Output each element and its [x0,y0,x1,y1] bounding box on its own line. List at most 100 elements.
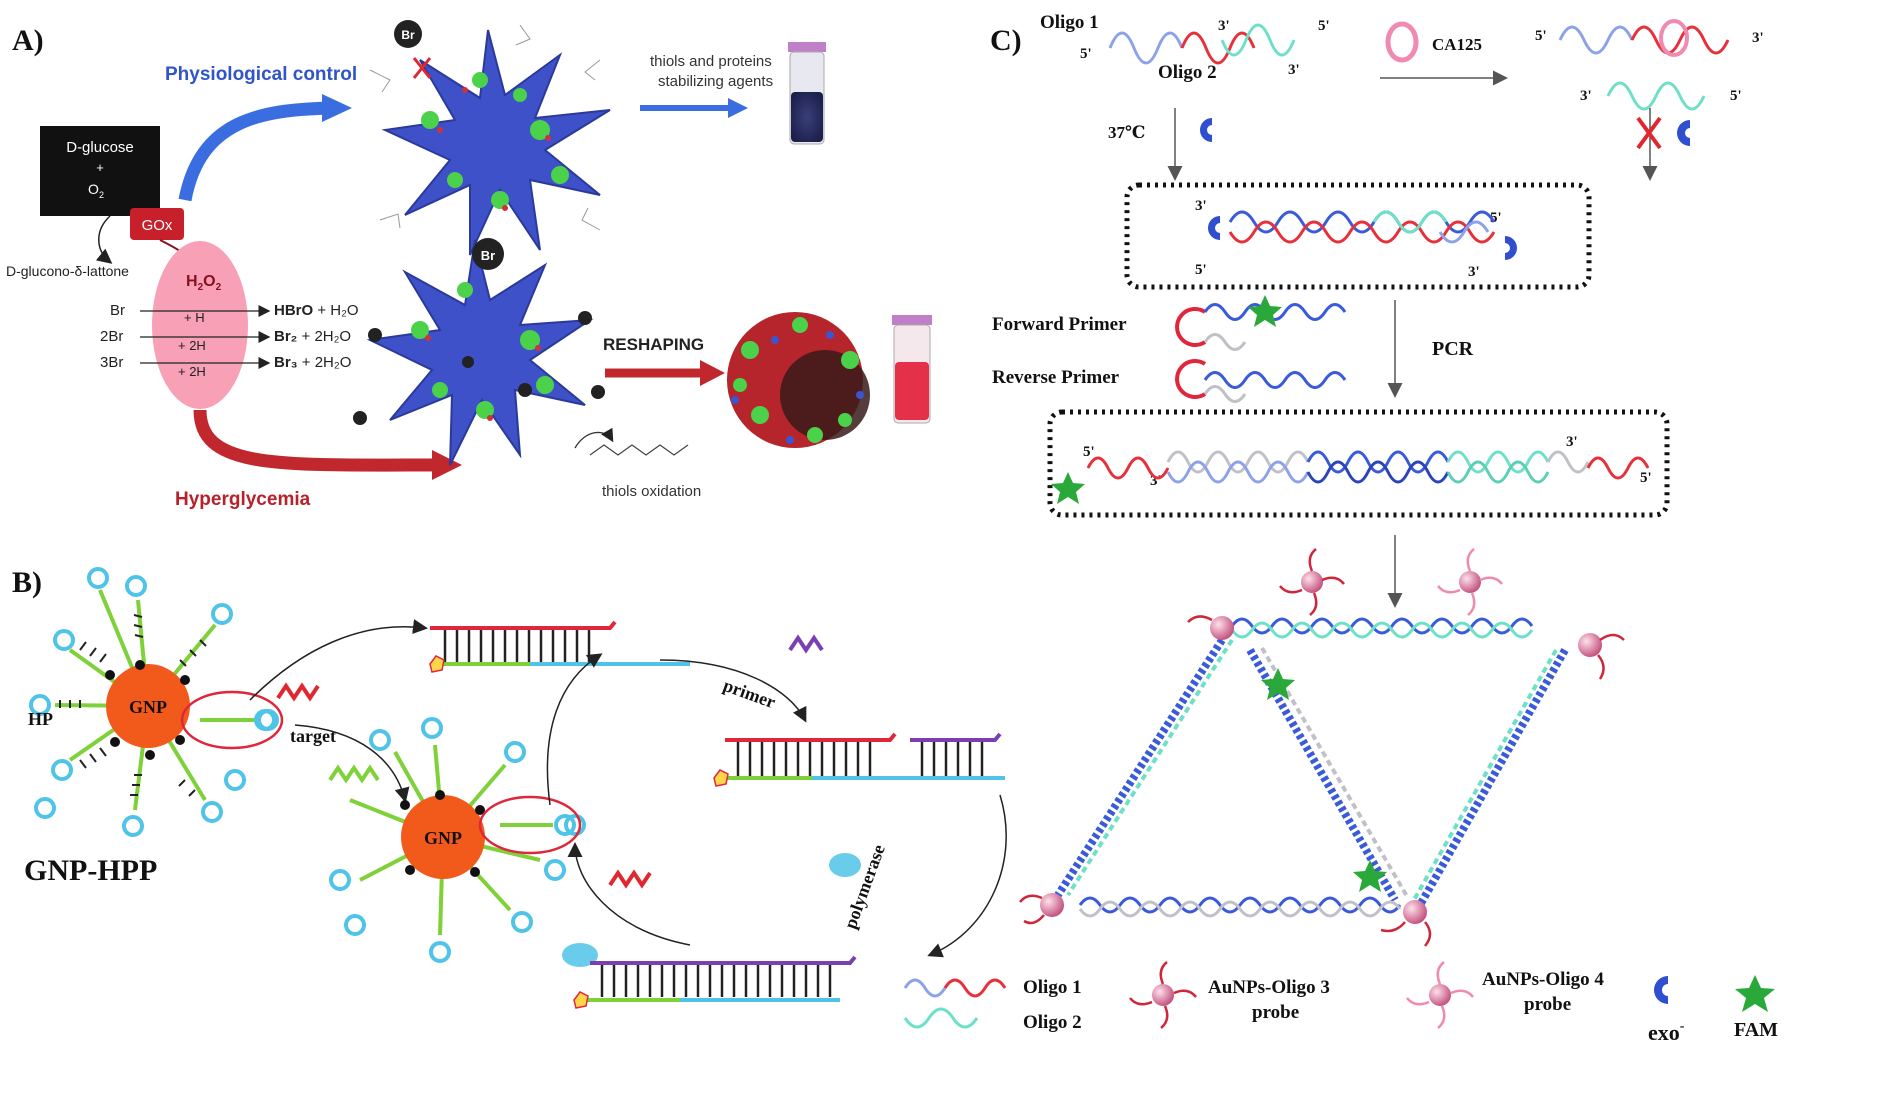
vial-red [892,315,932,424]
hyperglycemia-label: Hyperglycemia [175,489,311,510]
oligo1-top-label: Oligo 1 [1040,12,1099,33]
end-label-l: 3' [1468,264,1480,280]
end-label-g: 3' [1580,88,1592,104]
glucose-plus: + [96,160,104,175]
hp-label: HP [28,709,53,729]
double-helix-1 [1228,210,1496,244]
gold-nanostar-top [369,24,611,256]
exo-icon-2 [1677,120,1690,146]
released-target-icon [608,869,652,889]
legend-oligo2-label: Oligo 2 [1023,1012,1082,1033]
legend: Oligo 1 Oligo 2 AuNPs-Oligo 3 probe AuNP… [903,961,1778,1045]
forward-primer-label: Forward Primer [992,314,1127,335]
disulfide-structure [589,444,689,456]
end-label-b: 5' [1318,18,1330,34]
legend-exo-icon [1654,976,1668,1004]
reverse-primer-strand [1175,359,1347,403]
oligo1-bound-red [1630,25,1730,55]
stabilizing-line1: thiols and proteins [650,53,772,70]
reaction-3-mid: + 2H [178,364,206,379]
bromide-reactions: Br + H HBrO + H₂O 2Br + 2H Br₂ + 2H₂O 3B… [100,302,359,379]
reshaping-label: RESHAPING [603,335,704,354]
glucose-to-lactone-arrow [95,215,113,264]
hyperglycemia-arrowhead [432,450,462,480]
legend-oligo1-swatch-red [943,978,1007,998]
duplex-extended [562,943,857,1009]
gnp-label-2: GNP [424,828,462,848]
highlight-ellipse-2 [478,795,582,855]
end-label-h: 5' [1730,88,1742,104]
highlight-ellipse-1 [180,690,284,750]
end-label-c: 5' [1080,46,1092,62]
thiols-oxidation-label: thiols oxidation [602,483,701,500]
legend-fam-label: FAM [1734,1019,1778,1041]
oxidation-curved-arrow [574,427,614,449]
reaction-2-mid: + 2H [178,338,206,353]
reaction-2-left: 2Br [100,328,123,345]
forward-primer-strand [1175,295,1347,351]
primer-label: primer [721,675,779,712]
br-bubble-top-label: Br [401,28,415,42]
end-label-n: 3' [1150,473,1162,489]
br-bubble-mid-label: Br [481,248,495,263]
reshaped-nanoparticle [727,312,870,448]
hyperglycemia-arrow [193,409,441,472]
end-label-j: 5' [1195,262,1207,278]
gnp-core-2 [401,795,485,879]
ca125-bound-icon [1659,19,1689,57]
exo-icon-3 [1208,216,1220,240]
temperature-label: 37℃ [1108,123,1145,142]
exo-icon-1 [1200,118,1212,142]
primer-arrow [659,659,807,723]
gox-box [130,208,184,240]
small-br-dots [353,311,605,425]
legend-oligo2-swatch [903,1007,979,1029]
stabilizing-line2: stabilizing agents [658,73,773,90]
target-label: target [290,726,336,746]
oligo2-strand-top [1220,23,1296,57]
arrow-release [546,653,603,806]
target-strand-icon [276,682,320,702]
gnp-hpp-label: GNP-HPP [24,854,157,887]
double-helix-2 [1051,450,1650,504]
arrow-to-gnp2 [294,724,410,803]
glucose-box [40,126,160,216]
legend-probe3-icon [1152,984,1174,1006]
reaction-1-right: HBrO + H₂O [274,302,359,319]
end-label-m: 5' [1083,444,1095,460]
reaction-3-left: 3Br [100,354,123,371]
end-label-d: 3' [1288,62,1300,78]
polymerase-arrow [927,794,1007,958]
pcr-label: PCR [1432,338,1474,360]
oligo1-bound-blue [1558,25,1634,55]
duplex-top [429,620,690,673]
panel-c-label: C) [990,24,1022,57]
reaction-1-left: Br [110,302,125,319]
panel-a-label: A) [12,24,44,57]
h2o2-ellipse [152,241,248,409]
legend-probe4-line1: AuNPs-Oligo 4 [1482,969,1604,990]
reaction-3-right: Br₃ + 2H₂O [274,354,351,371]
legend-probe3-strands [1129,961,1197,1029]
primer-strand-icon [788,634,824,654]
legend-probe4-icon [1429,984,1451,1006]
oligo2-free-strand [1606,81,1706,111]
polymerase-blob-icon [829,853,861,877]
legend-probe3-line1: AuNPs-Oligo 3 [1208,977,1330,998]
physiological-label: Physiological control [165,64,357,85]
stabilizing-arrowhead [728,98,748,118]
reshaping-arrowhead [700,360,725,386]
dna-triangle-nanostructure [1019,615,1625,947]
reaction-2-right: Br₂ + 2H₂O [274,328,351,345]
br-bubble-mid [472,238,504,270]
panel-c: C) Oligo 1 Oligo 2 3' 5' 5' 3' CA125 5' … [903,12,1778,1045]
probe-oligo3-icon-top [1279,548,1345,616]
legend-oligo1-swatch [903,978,947,998]
oligo2-top-label: Oligo 2 [1158,62,1217,83]
reverse-primer-label: Reverse Primer [992,367,1120,388]
ca125-label: CA125 [1432,35,1482,54]
panel-a: A) D-glucose + O2 GOx D-glucono-δ-latton… [6,20,932,510]
glucose-label: D-glucose [66,139,134,156]
ca125-icon [1385,21,1419,63]
